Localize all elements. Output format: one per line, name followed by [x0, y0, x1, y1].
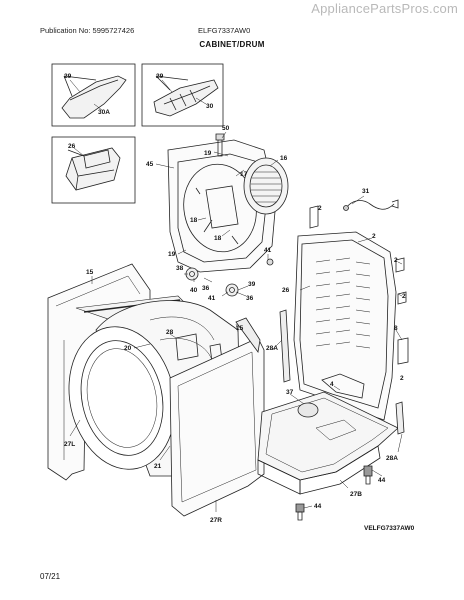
callout-31: 31 [362, 188, 370, 195]
callout-40: 40 [190, 287, 198, 294]
leveling-legs [295, 465, 373, 521]
callout-28a: 28A [386, 455, 398, 462]
callout-36: 36 [246, 295, 254, 302]
callout-27l: 27L [64, 441, 75, 448]
right-side-strip [235, 317, 261, 354]
diagram-id: VELFG7337AW0 [364, 525, 415, 532]
callout-8: 8 [394, 325, 398, 332]
base [257, 391, 399, 495]
callout-21: 21 [154, 463, 162, 470]
inset-duct-cover [141, 63, 224, 127]
rear-panel [293, 231, 397, 421]
callout-2: 2 [372, 233, 376, 240]
callout-44: 44 [314, 503, 322, 510]
callout-17: 17 [240, 171, 248, 178]
callout-16: 16 [280, 155, 288, 162]
section-title: CABINET/DRUM [199, 40, 265, 49]
callout-2: 2 [318, 205, 322, 212]
callout-18: 18 [214, 235, 222, 242]
callout-29: 29 [156, 73, 164, 80]
corner-braces [279, 309, 405, 435]
callout-41: 41 [208, 295, 216, 302]
blower-housing [243, 157, 289, 215]
callout-20: 20 [124, 345, 132, 352]
drum-rollers [185, 258, 274, 297]
callout-29: 29 [64, 73, 72, 80]
callout-28a: 28A [266, 345, 278, 352]
callout-41: 41 [264, 247, 272, 254]
callout-39: 39 [248, 281, 256, 288]
callout-27b: 27B [350, 491, 362, 498]
callout-18: 18 [190, 217, 198, 224]
rear-panel-brackets [309, 205, 409, 365]
callout-45: 45 [146, 161, 154, 168]
model-number: ELFG7337AW0 [198, 26, 251, 35]
leader-lines [69, 79, 403, 512]
inset-top-cover [51, 63, 136, 127]
rear-panel-vents [315, 257, 371, 349]
gas-harness [343, 199, 399, 211]
callout-26: 26 [68, 143, 76, 150]
callout-19: 19 [168, 251, 176, 258]
callout-30a: 30A [98, 109, 110, 116]
callout-4: 4 [330, 381, 334, 388]
callout-2: 2 [402, 293, 406, 300]
callout-26: 26 [282, 287, 290, 294]
callout-15: 15 [86, 269, 94, 276]
callout-2: 2 [394, 257, 398, 264]
watermark: AppliancePartsPros.com [311, 1, 458, 16]
publication-number: Publication No: 5995727426 [40, 26, 135, 35]
inset-electronic-control [51, 136, 136, 204]
callout-36: 36 [202, 285, 210, 292]
thermistor-probe [215, 133, 225, 157]
callout-50: 50 [222, 125, 230, 132]
callout-30: 30 [206, 103, 214, 110]
callout-38: 38 [176, 265, 184, 272]
callout-28: 28 [166, 329, 174, 336]
callout-27r: 27R [210, 517, 222, 524]
callout-15: 15 [236, 325, 244, 332]
footer-date: 07/21 [40, 572, 61, 581]
callout-2: 2 [400, 375, 404, 382]
callout-labels: 29 30A 29 30 26 50 19 16 45 17 18 18 19 … [64, 73, 415, 532]
callout-19: 19 [204, 150, 212, 157]
callout-44: 44 [378, 477, 386, 484]
callout-37: 37 [286, 389, 294, 396]
